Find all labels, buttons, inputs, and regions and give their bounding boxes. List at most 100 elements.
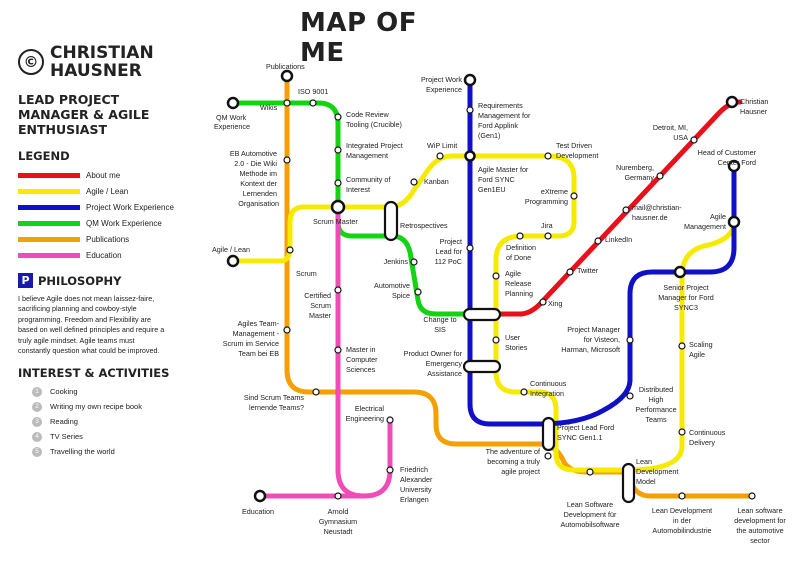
legend-swatch xyxy=(18,204,80,210)
legend-heading: LEGEND xyxy=(18,149,70,163)
label-wip: WiP Limit xyxy=(427,141,457,150)
label-line: Scrum xyxy=(296,269,317,278)
label-line: Code Review xyxy=(346,110,390,119)
label-linkedin: LinkedIn xyxy=(605,235,632,244)
label-line: Senior Project xyxy=(663,283,708,292)
interest-label: Cooking xyxy=(50,387,78,397)
name-line: CHRISTIAN xyxy=(50,43,154,63)
terminus-agile xyxy=(226,254,240,268)
label-line: Germany xyxy=(624,173,654,182)
station-eb-auto xyxy=(283,156,291,164)
interest-label: TV Series xyxy=(50,432,83,442)
label-line: Lean Software xyxy=(567,500,613,509)
label-line: QM Work xyxy=(216,113,247,122)
label-line: Electrical xyxy=(355,404,385,413)
interchange-project-lead-ford xyxy=(541,416,556,452)
philosophy-line: sacrificing planning and cowboy-style xyxy=(18,304,137,314)
label-line: Programming xyxy=(525,197,568,206)
label-line: Agile Master for xyxy=(478,165,529,174)
legend: About me Agile / Lean Project Work Exper… xyxy=(18,167,228,263)
label-line: USA xyxy=(673,133,688,142)
station-sind-scrum xyxy=(312,388,320,396)
interchange-product-owner xyxy=(462,359,502,374)
interest-number: 1 xyxy=(32,386,42,397)
label-line: Automobilindustrie xyxy=(652,526,711,535)
hub-senior-pm xyxy=(673,265,687,279)
station-mail xyxy=(622,206,630,214)
label-line: Integration xyxy=(530,389,564,398)
person-header: © CHRISTIAN HAUSNER xyxy=(18,44,228,80)
label-line: (Gen1) xyxy=(478,131,500,140)
legend-label: QM Work Experience xyxy=(86,218,162,228)
legend-swatch xyxy=(18,252,80,258)
role-line: ENTHUSIAST xyxy=(18,122,107,137)
label-line: Scaling xyxy=(689,340,713,349)
label-line: Project Work xyxy=(421,75,462,84)
station-fau xyxy=(386,466,394,474)
label-line: Friedrich xyxy=(400,465,428,474)
label-line: Tooling (Crucible) xyxy=(346,120,402,129)
label-line: Twitter xyxy=(577,266,599,275)
label-line: Organisation xyxy=(238,199,279,208)
label-line: Certified xyxy=(304,291,331,300)
station-xp xyxy=(570,192,578,200)
label-line: Scrum im Service xyxy=(223,339,279,348)
interchange-lean-dev-model xyxy=(621,462,636,504)
station-ci xyxy=(520,388,528,396)
label-line: Engineering xyxy=(346,414,384,423)
label-jenkins: Jenkins xyxy=(384,257,409,266)
label-line: Lean Development xyxy=(652,506,712,515)
label-line: ISO 9001 xyxy=(298,87,328,96)
label-line: Center Ford xyxy=(718,158,756,167)
label-line: Requirements xyxy=(478,101,523,110)
interchange-change-to-sis xyxy=(462,307,502,322)
station-integrated-pm xyxy=(334,146,342,154)
interchange-retrospectives xyxy=(383,200,399,242)
label-line: SYNC3 xyxy=(674,303,698,312)
label-line: Detroit, MI, xyxy=(653,123,688,132)
label-line: Kanban xyxy=(424,177,449,186)
label-line: Project Manager xyxy=(567,325,620,334)
label-line: Management xyxy=(684,222,726,231)
legend-swatch xyxy=(18,220,80,226)
label-line: Lernenden xyxy=(243,189,277,198)
label-line: Nuremberg, xyxy=(616,163,654,172)
label-retro: Retrospectives xyxy=(400,221,448,230)
philosophy-text: I believe Agile does not mean laissez-fa… xyxy=(18,294,228,356)
label-line: eXtreme xyxy=(541,187,568,196)
legend-swatch xyxy=(18,236,80,242)
station-user-stories xyxy=(492,336,500,344)
station-code-review xyxy=(334,113,342,121)
label-line: Master xyxy=(309,311,332,320)
label-line: Computer xyxy=(346,355,378,364)
interest-label: Travelling the world xyxy=(50,447,115,457)
label-line: Agiles Team- xyxy=(238,319,280,328)
label-line: Master in xyxy=(346,345,376,354)
label-line: Gymnasium xyxy=(319,517,357,526)
label-line: Model xyxy=(636,477,656,486)
station-ld-auto xyxy=(678,492,686,500)
label-line: Definition xyxy=(506,243,536,252)
role-line: MANAGER & AGILE xyxy=(18,107,150,122)
label-line: Management for xyxy=(478,111,531,120)
line-agile-right xyxy=(625,219,737,473)
station-jenkins xyxy=(410,258,418,266)
